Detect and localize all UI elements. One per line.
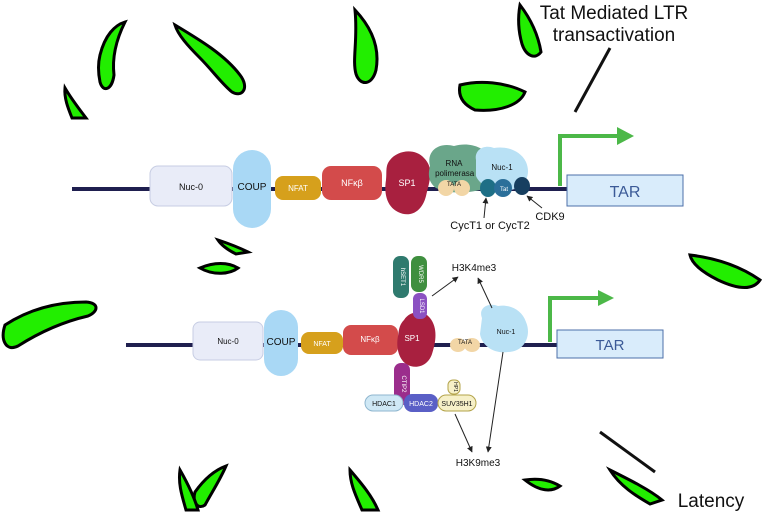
leaf-4 bbox=[353, 5, 379, 84]
bottom-h3k4-arrow-right bbox=[477, 277, 493, 309]
top-tar-label: TAR bbox=[610, 184, 641, 201]
bottom-coup bbox=[264, 310, 298, 376]
top-nuc0-label: Nuc-0 bbox=[179, 182, 203, 192]
bottom-hp1-label: HP1 bbox=[452, 382, 458, 392]
top-title: Tat Mediated LTR transactivation bbox=[529, 3, 699, 47]
bottom-tata-label: TATA bbox=[458, 340, 472, 346]
top-nuc0 bbox=[149, 165, 233, 207]
bottom-sp1 bbox=[397, 312, 436, 367]
bottom-tar bbox=[556, 329, 664, 359]
bottom-h3k9me3-label: H3K9me3 bbox=[456, 458, 501, 469]
top-cdk9-label: CDK9 bbox=[535, 211, 564, 223]
bottom-h3k9-arrow-right bbox=[485, 351, 504, 453]
top-nfkb bbox=[322, 166, 382, 200]
top-coup bbox=[233, 150, 271, 228]
bottom-wdr5-label: WDR5 bbox=[417, 265, 423, 283]
bottom-hdac1-label: HDAC1 bbox=[372, 401, 396, 408]
bottom-hdac2-label: HDAC2 bbox=[409, 401, 433, 408]
leaf-8 bbox=[1, 300, 98, 349]
top-nuc1-label: Nuc-1 bbox=[491, 163, 513, 172]
bottom-nuc1-label: Nuc-1 bbox=[497, 329, 516, 336]
top-tata-right bbox=[454, 180, 470, 196]
top-cyct-pointer bbox=[482, 197, 489, 219]
bottom-coup-label: COUP bbox=[267, 337, 296, 348]
top-tata-left bbox=[438, 180, 454, 196]
leaf-6 bbox=[517, 1, 543, 58]
top-tat-label: Tat bbox=[500, 187, 508, 193]
bottom-h3k4-arrow-left bbox=[431, 276, 459, 297]
top-coup-label: COUP bbox=[238, 182, 267, 193]
top-title-line-2: transactivation bbox=[552, 25, 676, 46]
bottom-nfkb bbox=[343, 325, 398, 355]
bottom-ctip2 bbox=[394, 363, 410, 405]
bottom-transcription-arrowhead bbox=[598, 290, 614, 306]
leaf-3 bbox=[63, 83, 90, 120]
bottom-hdac1 bbox=[364, 394, 404, 412]
top-title-pointer bbox=[573, 47, 612, 113]
bottom-h3k4me3-label: H3K4me3 bbox=[452, 263, 497, 274]
top-sp1 bbox=[385, 151, 431, 215]
bottom-nfkb-label: NFκβ bbox=[360, 335, 380, 344]
top-panel: Nuc-0 COUP NFAT NFκβ SP1 RNA polimerasa … bbox=[72, 127, 684, 232]
bottom-lsd1-label: LSD1 bbox=[418, 298, 424, 314]
bottom-lsd1 bbox=[413, 293, 427, 319]
bottom-tata-right bbox=[464, 338, 480, 352]
leaf-13 bbox=[605, 466, 666, 506]
top-cyct bbox=[480, 179, 496, 197]
bottom-hdac2 bbox=[404, 394, 438, 412]
bottom-wdr5 bbox=[411, 256, 427, 292]
leaf-9 bbox=[196, 262, 241, 275]
leaf-2 bbox=[172, 21, 246, 96]
leaf-14 bbox=[214, 237, 253, 256]
bottom-h3k9-arrow-left bbox=[454, 413, 473, 453]
leaf-10 bbox=[192, 463, 229, 508]
bottom-hset1 bbox=[393, 256, 409, 298]
leaf-11 bbox=[348, 465, 381, 512]
top-nfkb-label: NFκβ bbox=[341, 178, 363, 188]
bottom-suv39h1 bbox=[437, 394, 477, 412]
bottom-nuc0-label: Nuc-0 bbox=[217, 337, 239, 346]
top-sp1-label: SP1 bbox=[398, 178, 415, 188]
top-rna-pol-label-1: RNA bbox=[446, 159, 464, 168]
leaf-5 bbox=[458, 80, 527, 112]
bottom-nuc0 bbox=[192, 321, 264, 361]
bottom-nfat-label: NFAT bbox=[313, 341, 331, 348]
bottom-title-pointer bbox=[599, 430, 656, 474]
top-tar bbox=[566, 174, 684, 207]
bottom-transcription-arrow bbox=[548, 296, 600, 342]
bottom-hset1-label: hSET1 bbox=[399, 268, 405, 287]
bottom-panel: Nuc-0 COUP NFAT NFκβ SP1 TATA Nuc-1 TAR … bbox=[126, 256, 664, 469]
top-transcription-arrowhead bbox=[617, 127, 634, 145]
bottom-suv-label: SUV35H1 bbox=[441, 401, 472, 408]
leaf-15 bbox=[178, 465, 200, 512]
top-tat bbox=[494, 179, 512, 197]
bottom-ctip2-label: CTIP2 bbox=[400, 375, 406, 393]
bottom-tar-label: TAR bbox=[596, 337, 625, 354]
top-tata-label: TATA bbox=[447, 182, 461, 188]
bottom-nuc1 bbox=[480, 304, 528, 353]
top-cdk9 bbox=[514, 177, 530, 195]
top-rna-pol-label-2: polimerasa II bbox=[435, 169, 481, 178]
bottom-title: Latency bbox=[677, 491, 745, 512]
top-transcription-arrow bbox=[558, 134, 620, 186]
top-title-line-1: Tat Mediated LTR bbox=[539, 3, 689, 24]
top-nfat-label: NFAT bbox=[288, 184, 308, 193]
top-cyct-label: CycT1 or CycT2 bbox=[450, 220, 529, 232]
bottom-hp1 bbox=[447, 379, 461, 395]
bottom-tata-left bbox=[450, 338, 466, 352]
bottom-nfat bbox=[301, 332, 343, 354]
leaf-7 bbox=[688, 253, 763, 289]
leaf-12 bbox=[521, 477, 563, 492]
top-cdk9-pointer bbox=[526, 195, 543, 209]
leaf-1 bbox=[97, 19, 128, 91]
background-leaves bbox=[1, 1, 763, 512]
bottom-sp1-label: SP1 bbox=[404, 334, 420, 343]
top-nfat bbox=[275, 176, 321, 200]
